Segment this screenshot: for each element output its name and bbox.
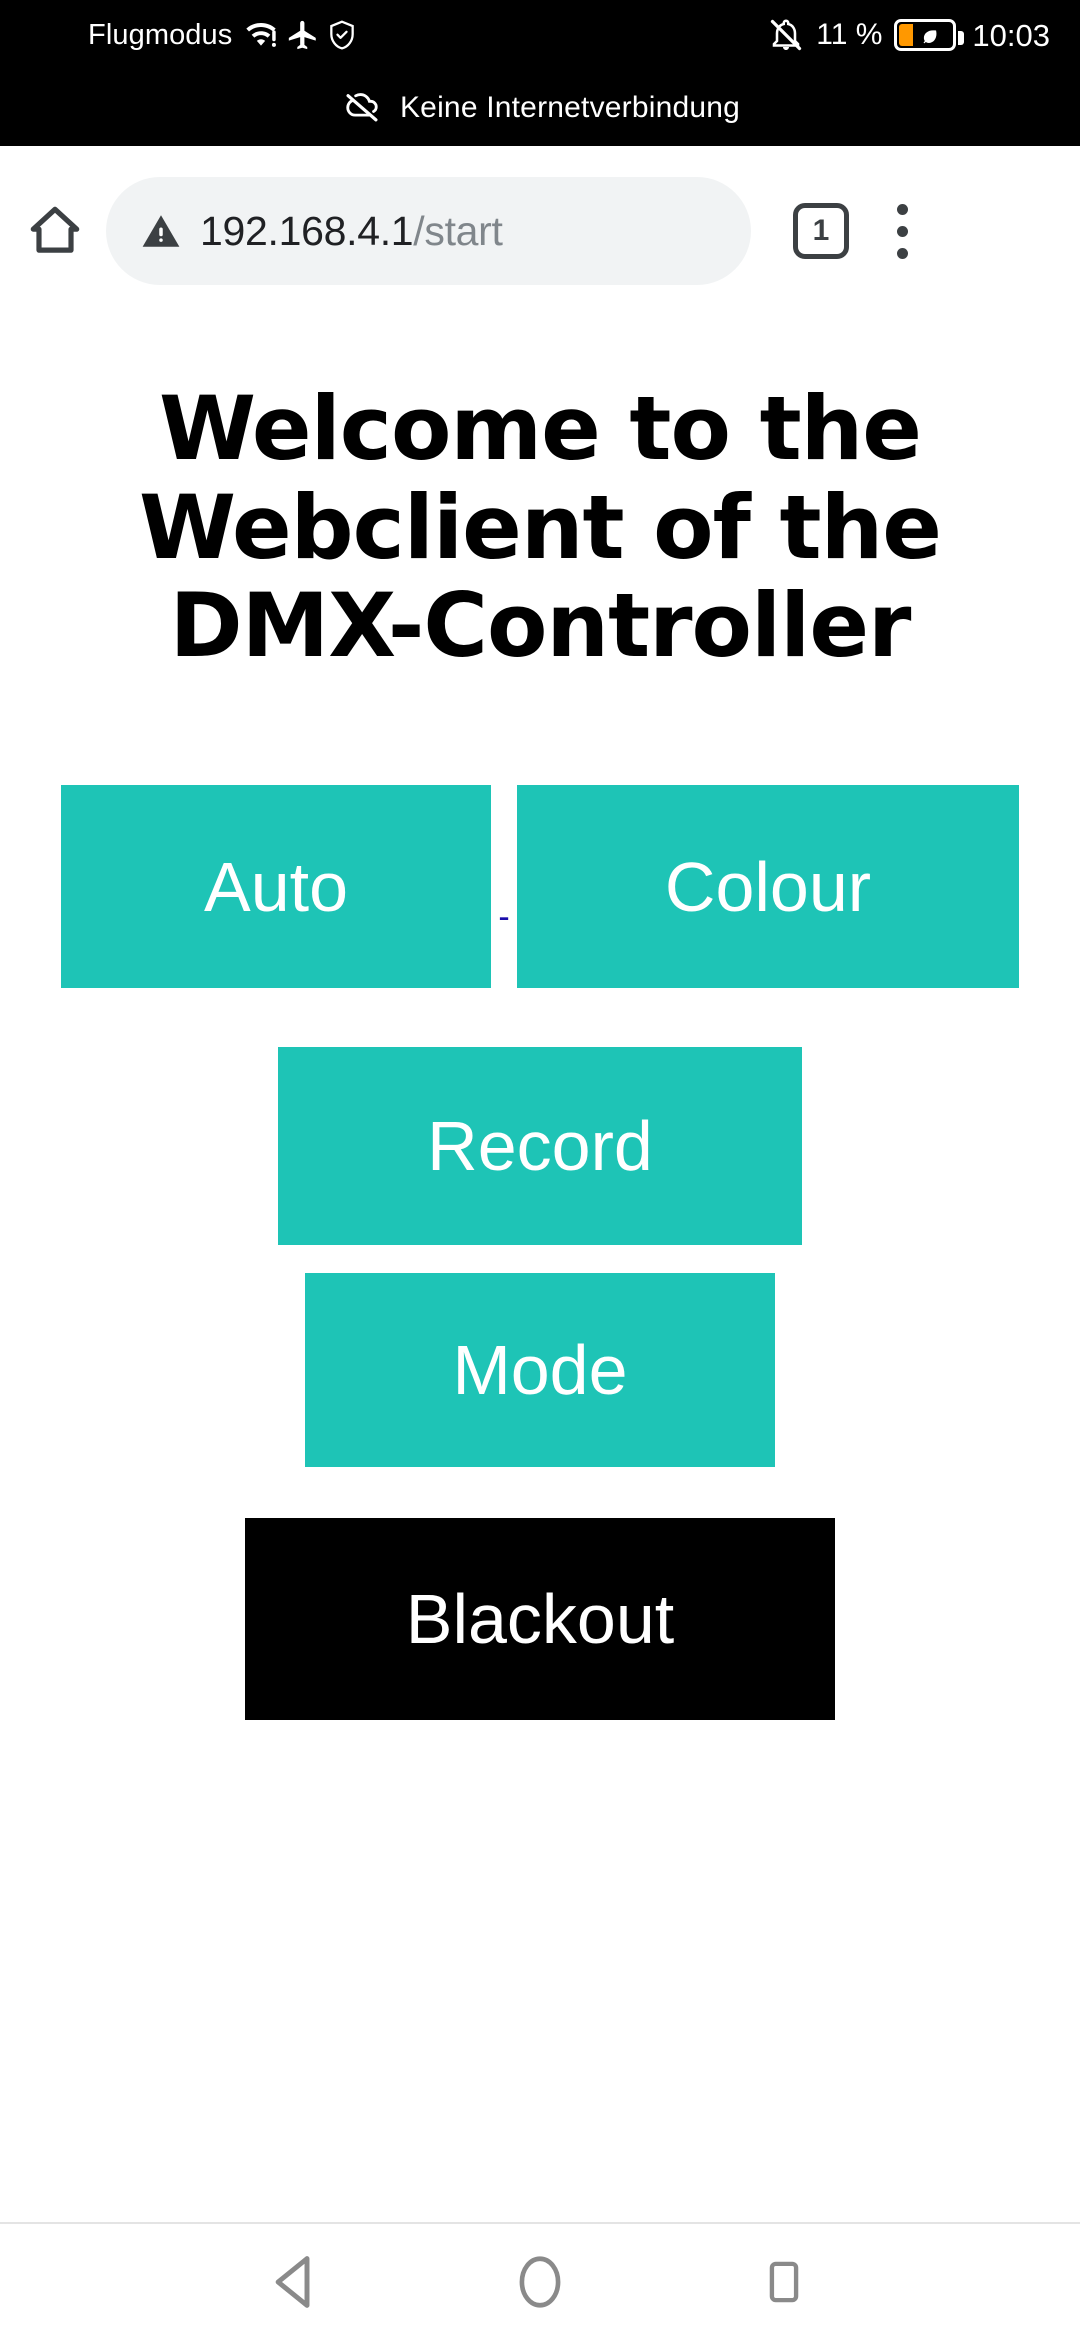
system-navigation-bar bbox=[0, 2222, 1080, 2340]
wifi-warning-icon bbox=[242, 19, 280, 51]
clock-label: 10:03 bbox=[972, 17, 1050, 53]
airplane-mode-icon bbox=[286, 18, 320, 52]
back-button[interactable] bbox=[248, 2234, 344, 2330]
connection-notice: Keine Internetverbindung bbox=[0, 70, 1080, 146]
top-button-row: Auto - Colour bbox=[0, 785, 1080, 988]
cloud-off-icon bbox=[340, 89, 384, 127]
status-bar-left-group: Flugmodus bbox=[88, 18, 358, 52]
record-button[interactable]: Record bbox=[278, 1047, 802, 1245]
warning-triangle-icon[interactable] bbox=[140, 210, 182, 252]
tab-count-label: 1 bbox=[812, 214, 830, 247]
page-title: Welcome to the Webclient of the DMX-Cont… bbox=[139, 377, 942, 678]
battery-saver-icon bbox=[894, 19, 965, 51]
back-triangle-icon bbox=[263, 2249, 329, 2315]
button-separator-dash[interactable]: - bbox=[498, 897, 510, 936]
url-text: 192.168.4.1/start bbox=[200, 208, 503, 255]
browser-toolbar: 192.168.4.1/start 1 bbox=[0, 146, 1080, 316]
url-host: 192.168.4.1 bbox=[200, 207, 414, 254]
auto-button[interactable]: Auto bbox=[61, 785, 491, 988]
carrier-label: Flugmodus bbox=[88, 18, 233, 51]
home-circle-icon bbox=[509, 2251, 571, 2313]
tab-switcher-button[interactable]: 1 bbox=[793, 203, 849, 259]
battery-percent-label: 11 % bbox=[816, 18, 883, 51]
connection-notice-label: Keine Internetverbindung bbox=[399, 91, 741, 124]
home-nav-button[interactable] bbox=[492, 2234, 588, 2330]
recents-square-icon bbox=[755, 2253, 813, 2311]
shield-icon bbox=[326, 18, 358, 52]
web-page-content: Welcome to the Webclient of the DMX-Cont… bbox=[0, 316, 1080, 2222]
home-icon bbox=[24, 200, 86, 262]
colour-button[interactable]: Colour bbox=[517, 785, 1019, 988]
recents-button[interactable] bbox=[736, 2234, 832, 2330]
overflow-menu-icon[interactable] bbox=[865, 146, 939, 316]
blackout-button[interactable]: Blackout bbox=[245, 1518, 835, 1720]
status-bar-right-group: 11 % 10:03 bbox=[768, 0, 1050, 70]
mode-button[interactable]: Mode bbox=[305, 1273, 775, 1467]
home-button[interactable] bbox=[0, 146, 110, 316]
status-bar: Flugmodus bbox=[0, 0, 1080, 146]
bell-off-icon bbox=[768, 17, 804, 53]
url-path: /start bbox=[413, 207, 503, 254]
status-bar-row-primary: Flugmodus bbox=[0, 0, 1080, 70]
url-bar[interactable]: 192.168.4.1/start bbox=[106, 177, 751, 285]
